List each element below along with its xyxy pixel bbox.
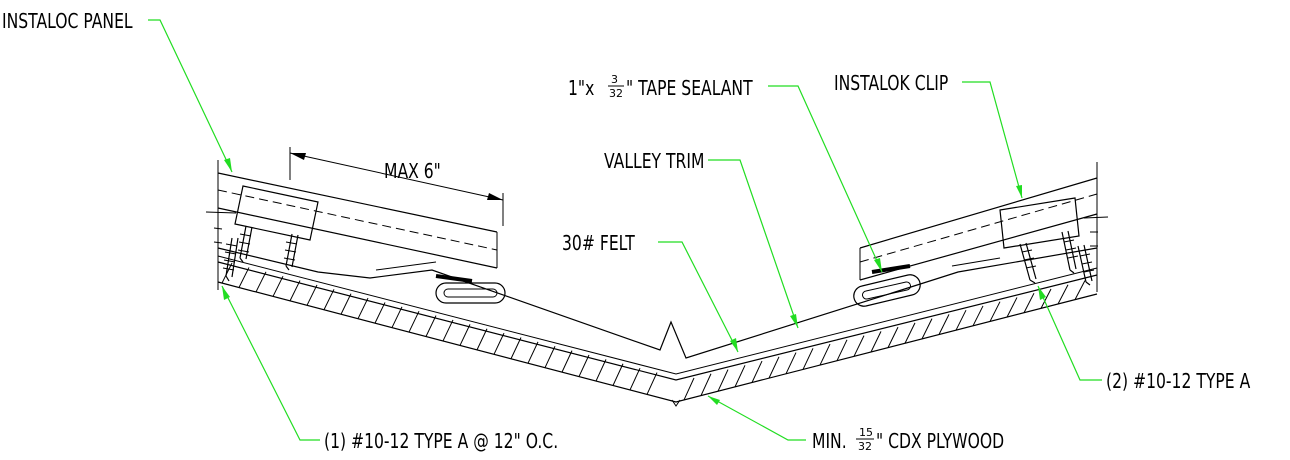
hatch-line	[1040, 288, 1052, 309]
hatch-line	[717, 369, 729, 392]
tape-sealant-fraction-numerator: 3	[611, 73, 618, 86]
hatch-line	[819, 343, 831, 366]
hatch-line	[459, 324, 471, 346]
instaloc-panel-right	[859, 162, 1109, 292]
hatch-line	[578, 354, 590, 377]
fastener-right-label: (2) #10-12 TYPE A	[1106, 370, 1251, 393]
hatch-line	[442, 319, 454, 342]
hatch-line	[938, 314, 950, 335]
hatch-line	[306, 284, 318, 306]
tape-sealant-label-prefix: 1"x	[568, 77, 595, 100]
max-6-label: MAX 6"	[384, 160, 441, 183]
leader-plywood	[707, 395, 806, 441]
felt-label: 30# FELT	[562, 232, 635, 255]
hatch-line	[493, 332, 505, 355]
tape-sealant-right	[853, 264, 921, 307]
hatch-line	[853, 335, 865, 357]
felt-layer	[217, 255, 1098, 375]
tape-sealant-fraction-denominator: 32	[609, 87, 623, 100]
hatch-line	[595, 359, 607, 382]
instaloc-panel-label: INSTALOC PANEL	[2, 10, 133, 33]
hatch-line	[955, 309, 967, 331]
plywood-hatch-left	[221, 262, 658, 395]
plywood-hatch-right	[683, 280, 1086, 401]
hatch-line	[544, 346, 556, 368]
hatch-line	[561, 350, 573, 373]
hatch-line	[289, 280, 301, 302]
leader-fastener-left	[221, 285, 320, 441]
plywood-deck	[217, 261, 1098, 407]
leader-fastener-right	[1037, 285, 1102, 381]
instalok-clip-left	[234, 185, 319, 241]
hatch-line	[700, 373, 712, 396]
tape-sealant-left	[435, 274, 506, 304]
hatch-line	[683, 377, 695, 401]
hatch-line	[836, 339, 848, 361]
hatch-line	[340, 293, 352, 315]
hatch-line	[1006, 297, 1018, 318]
valley-trim	[217, 247, 1098, 359]
leader-instalok-clip	[962, 81, 1023, 199]
fastener-screws-right	[1019, 230, 1095, 286]
hatch-line	[646, 372, 658, 395]
hatch-line	[476, 328, 488, 351]
hatch-line	[510, 337, 522, 359]
fastener-screws-left	[222, 225, 299, 282]
instalok-clip-right	[999, 197, 1080, 249]
hatch-line	[272, 275, 284, 297]
hatch-line	[374, 302, 386, 324]
instaloc-panel-left	[205, 160, 498, 290]
hatch-line	[357, 297, 369, 319]
hatch-line	[612, 363, 624, 386]
plywood-label-suffix: " CDX PLYWOOD	[876, 430, 1004, 453]
hatch-line	[408, 310, 420, 333]
hatch-line	[255, 271, 267, 293]
leader-instaloc-panel	[148, 19, 233, 173]
max-6-dimension	[289, 147, 504, 226]
hatch-line	[527, 341, 539, 364]
leader-valley-trim	[708, 159, 799, 329]
valley-trim-label: VALLEY TRIM	[604, 150, 704, 173]
fastener-left-label: (1) #10-12 TYPE A @ 12" O.C.	[324, 430, 558, 453]
hatch-line	[1074, 280, 1086, 300]
hatch-line	[921, 318, 933, 340]
instalok-clip-label: INSTALOK CLIP	[834, 72, 948, 95]
hatch-line	[751, 360, 763, 383]
plywood-label-prefix: MIN.	[812, 430, 847, 453]
hatch-line	[768, 356, 780, 379]
hatch-line	[972, 305, 984, 327]
hatch-line	[238, 267, 250, 288]
hatch-line	[391, 306, 403, 328]
hatch-line	[870, 331, 882, 353]
leader-felt	[658, 241, 739, 353]
hatch-line	[802, 348, 814, 370]
hatch-line	[323, 289, 335, 310]
plywood-fraction-denominator: 32	[858, 440, 872, 453]
hatch-line	[904, 322, 916, 344]
hatch-line	[425, 315, 437, 337]
leader-tape-sealant	[768, 85, 883, 273]
leader-lines	[148, 19, 1102, 441]
hatch-line	[629, 367, 641, 391]
hatch-line	[1023, 292, 1035, 313]
hatch-line	[887, 326, 899, 348]
plywood-fraction-numerator: 15	[859, 426, 873, 439]
hatch-line	[989, 301, 1001, 322]
hatch-line	[734, 365, 746, 388]
hatch-line	[1057, 284, 1069, 305]
tape-sealant-label-suffix: " TAPE SEALANT	[626, 77, 753, 100]
hatch-line	[785, 352, 797, 374]
